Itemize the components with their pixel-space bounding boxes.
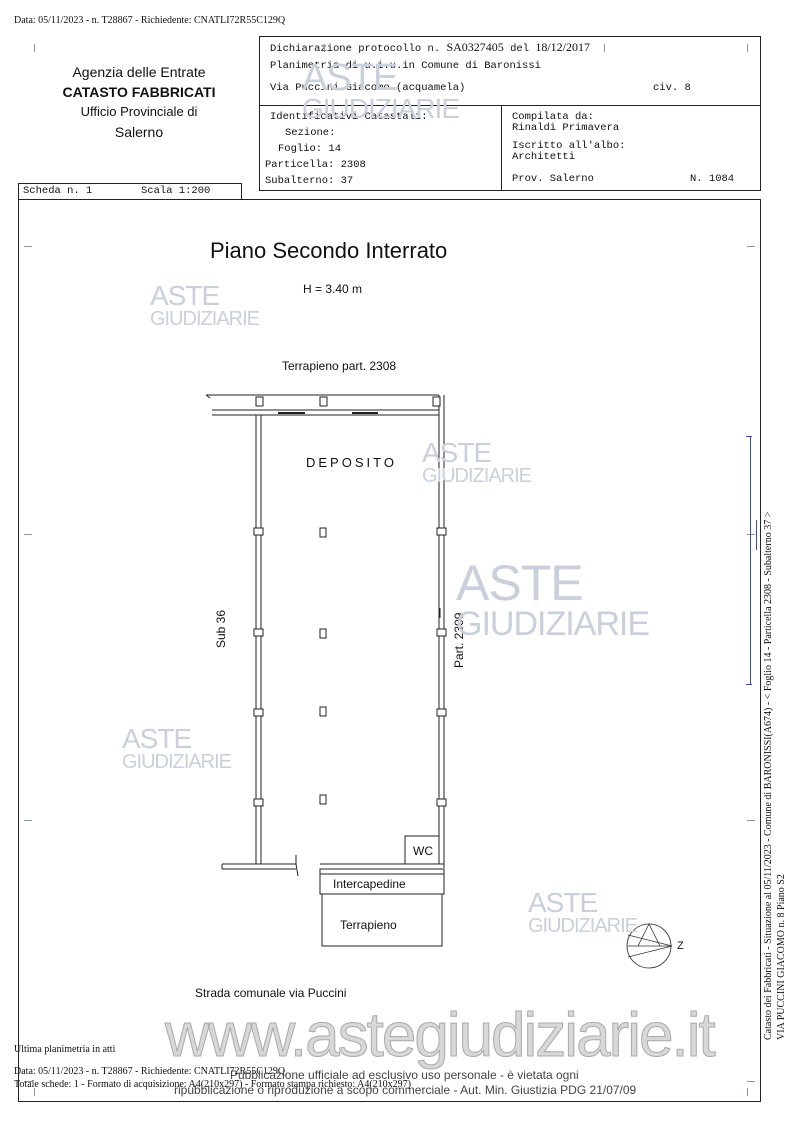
column <box>319 794 327 805</box>
frame-tick <box>24 246 32 247</box>
frame-tick <box>24 820 32 821</box>
scheda-box: Scheda n. 1 Scala 1:200 <box>18 183 242 200</box>
terrapieno-box <box>321 893 443 947</box>
column <box>319 628 327 639</box>
pillar <box>319 396 328 407</box>
identifiers-box: Identificativi Catastali: Sezione: Fogli… <box>259 105 502 191</box>
scheda-number: Scheda n. 1 <box>23 185 93 197</box>
wall-line <box>205 394 211 399</box>
room-terrapieno: Terrapieno <box>340 918 397 932</box>
drawing-frame <box>18 199 761 1102</box>
footer-totale-line: Totale schede: 1 - Formato di acquisizio… <box>14 1079 411 1090</box>
frame-tick <box>324 44 325 52</box>
pillar <box>432 396 441 407</box>
side-bar <box>750 436 751 684</box>
label-sub36: Sub 36 <box>214 609 228 648</box>
declaration-box: Dichiarazione protocollo n. SA0327405 de… <box>259 36 761 106</box>
pillar <box>253 628 264 637</box>
frame-tick <box>747 1088 748 1096</box>
prov: Prov. Salerno <box>512 173 594 185</box>
terrapieno-top-label: Terrapieno part. 2308 <box>282 359 397 373</box>
plan-title: Piano Secondo Interrato <box>210 238 448 263</box>
room-deposito: DEPOSITO <box>306 455 397 470</box>
column <box>319 527 327 538</box>
footer-data-line: Data: 05/11/2023 - n. T28867 - Richieden… <box>14 1066 286 1077</box>
column <box>319 706 327 717</box>
frame-tick <box>34 44 35 52</box>
frame-tick <box>747 820 755 821</box>
footer-pub-line2: ripubblicazione o riproduzione a scopo c… <box>174 1083 637 1097</box>
agency-name: Agenzia delle Entrate <box>72 64 206 80</box>
frame-tick <box>34 1088 35 1096</box>
compass-label: Z <box>677 940 684 952</box>
pillar <box>436 527 447 536</box>
albo-number: N. 1084 <box>690 173 735 185</box>
frame-tick <box>747 534 755 535</box>
pillar <box>436 708 447 717</box>
particella: Particella: 2308 <box>265 159 366 171</box>
scala: Scala 1:200 <box>141 185 211 197</box>
pillar <box>253 708 264 717</box>
site-watermark: www.astegiudiziarie.it <box>165 1001 717 1071</box>
label-part2309: Part. 2309 <box>452 612 466 668</box>
agency-header: Agenzia delle Entrate CATASTO FABBRICATI… <box>18 62 260 142</box>
side-bar-mark <box>756 520 761 550</box>
footer-ultima: Ultima planimetria in atti <box>14 1044 116 1055</box>
strada-label: Strada comunale via Puccini <box>195 986 347 1000</box>
frame-tick <box>747 44 748 52</box>
pillar <box>436 798 447 807</box>
plan-height: H = 3.40 m <box>303 282 363 296</box>
foglio: Foglio: 14 <box>278 143 342 155</box>
subalterno: Subalterno: 37 <box>265 175 354 187</box>
footer-pub-line1: Pubblicazione ufficiale ad esclusivo uso… <box>230 1068 579 1082</box>
compilata-name: Rinaldi Primavera <box>512 122 620 134</box>
compass-icon <box>626 923 673 969</box>
compilata-label: Compilata da: <box>512 111 594 123</box>
wall-line <box>319 868 445 875</box>
planimetria-line: Planimetria di u.i.u.in Comune di Baroni… <box>270 60 541 72</box>
ufficio-city: Salerno <box>114 124 164 140</box>
frame-tick <box>24 1081 32 1082</box>
frame-tick <box>24 534 32 535</box>
frame-tick <box>747 246 755 247</box>
top-request-line: Data: 05/11/2023 - n. T28867 - Richieden… <box>14 15 286 26</box>
address-line: Via Puccini Giacomo (acquamela) <box>270 82 466 94</box>
declaration-label: Dichiarazione protocollo n. SA0327405 de… <box>270 40 590 55</box>
iscritto-label: Iscritto all'albo: <box>512 140 626 152</box>
civico: civ. 8 <box>653 82 691 94</box>
frame-tick <box>747 1081 755 1082</box>
pillar <box>436 628 447 637</box>
pillar <box>253 527 264 536</box>
ufficio-label: Ufficio Provinciale di <box>80 104 198 119</box>
pillar <box>255 396 264 407</box>
side-text-line1: Catasto dei Fabbricati - Situazione al 0… <box>763 511 774 1040</box>
side-text-line2: VIA PUCCINI GIACOMO n. 8 Piano S2 <box>776 874 787 1040</box>
sezione: Sezione: <box>285 127 336 139</box>
room-intercapedine: Intercapedine <box>333 877 406 891</box>
side-bar-cap <box>746 684 752 685</box>
side-bar-cap <box>746 436 752 437</box>
agency-box: Agenzia delle Entrate CATASTO FABBRICATI… <box>18 36 260 184</box>
iscritto-value: Architetti <box>512 151 576 163</box>
pillar <box>253 798 264 807</box>
compiler-box: Compilata da: Rinaldi Primavera Iscritto… <box>501 105 761 191</box>
room-wc: WC <box>413 844 433 858</box>
frame-tick <box>604 44 605 52</box>
door-line <box>295 863 299 877</box>
catasto-title: CATASTO FABBRICATI <box>62 84 216 100</box>
identifiers-title: Identificativi Catastali: <box>270 111 428 123</box>
